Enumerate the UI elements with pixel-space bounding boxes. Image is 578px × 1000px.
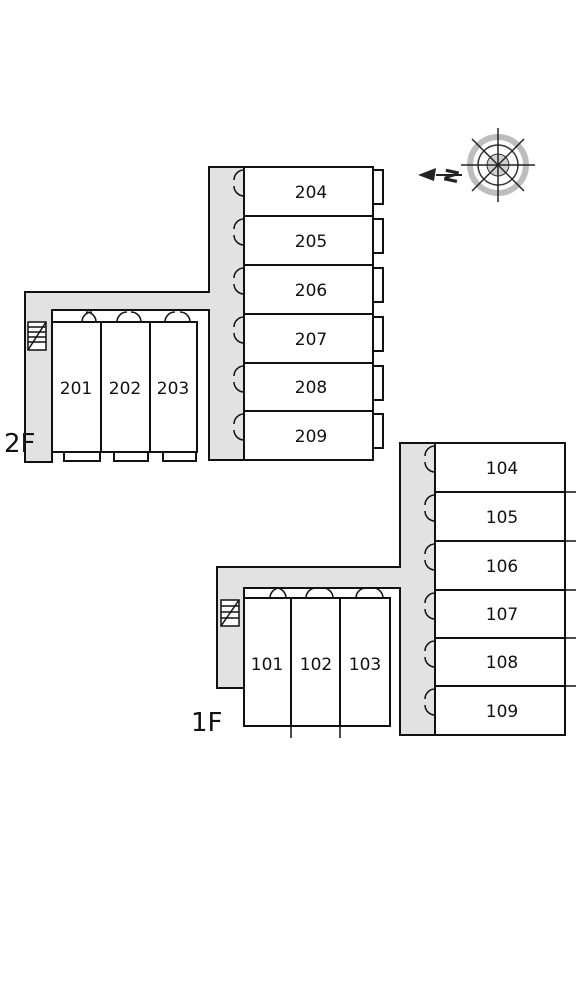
room-206 bbox=[243, 264, 374, 315]
doors-1f-horizontal bbox=[269, 587, 384, 599]
room-106 bbox=[434, 540, 566, 591]
room-205 bbox=[243, 215, 374, 266]
room-101 bbox=[243, 597, 292, 727]
labels-1f: 101 102 103 104 105 106 107 108 109 bbox=[251, 459, 518, 722]
room-209-label: 209 bbox=[295, 427, 327, 447]
floor-label-2f: 2F bbox=[4, 429, 36, 459]
room-104 bbox=[434, 442, 566, 493]
room-206-label: 206 bbox=[295, 281, 327, 301]
stairs-1f bbox=[220, 599, 240, 627]
rooms-1f-vertical bbox=[434, 442, 566, 736]
room-101-label: 101 bbox=[251, 655, 283, 675]
room-204-label: 204 bbox=[295, 183, 327, 203]
north-compass-icon: N bbox=[418, 128, 535, 202]
doors-2f-vertical bbox=[233, 169, 245, 441]
ticks-1f-bottom bbox=[290, 726, 341, 738]
compass-north-letter: N bbox=[441, 167, 465, 186]
room-102-label: 102 bbox=[300, 655, 332, 675]
floor-2f: 201 202 203 204 205 206 207 208 209 2F bbox=[4, 166, 384, 463]
rooms-1f-horizontal bbox=[243, 597, 391, 727]
room-207-label: 207 bbox=[295, 330, 327, 350]
floor-label-1f: 1F bbox=[191, 708, 223, 738]
floor-1f: 101 102 103 104 105 106 107 108 109 1F bbox=[191, 442, 576, 738]
room-209 bbox=[243, 410, 374, 461]
room-203-label: 203 bbox=[157, 379, 189, 399]
room-201-label: 201 bbox=[60, 379, 92, 399]
room-104-label: 104 bbox=[486, 459, 518, 479]
rooms-2f-vertical bbox=[243, 166, 374, 461]
room-109-label: 109 bbox=[486, 702, 518, 722]
room-105-label: 105 bbox=[486, 508, 518, 528]
room-103 bbox=[339, 597, 391, 727]
room-103-label: 103 bbox=[349, 655, 381, 675]
labels-2f: 201 202 203 204 205 206 207 208 209 bbox=[60, 183, 327, 447]
room-204 bbox=[243, 166, 374, 217]
room-108 bbox=[434, 637, 566, 687]
room-106-label: 106 bbox=[486, 557, 518, 577]
room-207 bbox=[243, 313, 374, 364]
stairs-2f bbox=[27, 321, 47, 351]
doors-1f-vertical bbox=[424, 445, 436, 716]
room-108-label: 108 bbox=[486, 653, 518, 673]
room-107-label: 107 bbox=[486, 605, 518, 625]
ticks-1f-right bbox=[565, 491, 576, 687]
doors-2f-horizontal bbox=[81, 311, 191, 323]
room-109 bbox=[434, 685, 566, 736]
room-102 bbox=[290, 597, 341, 727]
room-208-label: 208 bbox=[295, 378, 327, 398]
room-205-label: 205 bbox=[295, 232, 327, 252]
room-202-label: 202 bbox=[109, 379, 141, 399]
balconies-2f-bottom bbox=[63, 451, 197, 462]
room-107 bbox=[434, 589, 566, 639]
room-202 bbox=[100, 321, 151, 453]
balconies-2f-right bbox=[372, 169, 384, 449]
